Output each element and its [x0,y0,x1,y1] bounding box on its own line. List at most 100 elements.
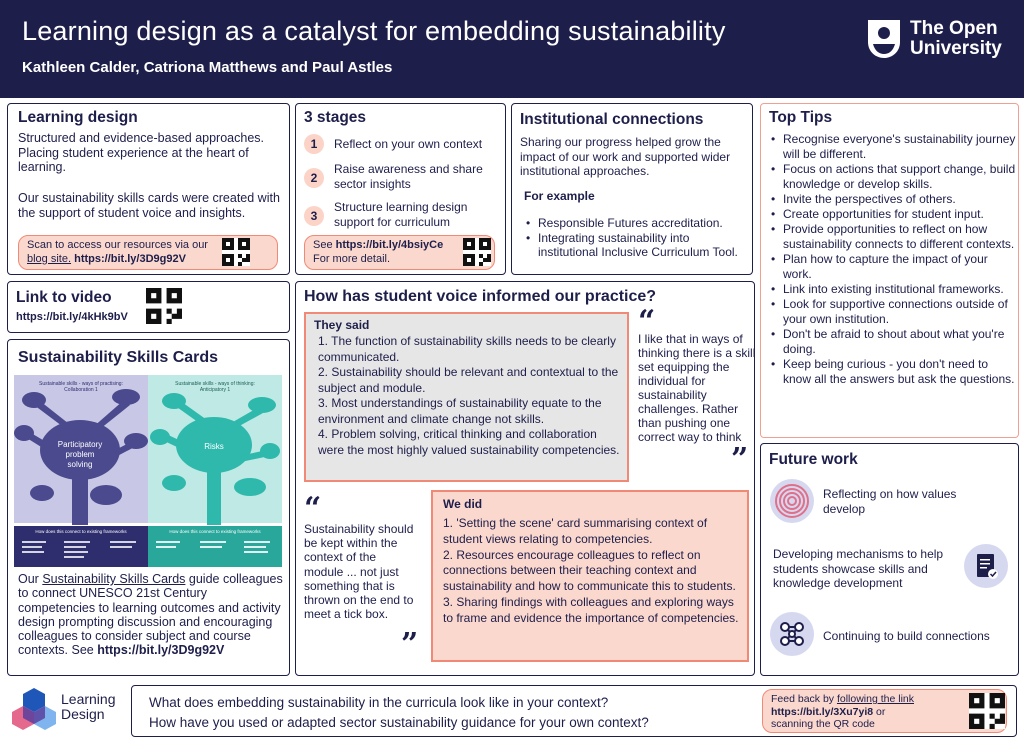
qr-code-icon[interactable] [146,288,182,324]
list-item: Focus on actions that support change, bu… [769,162,1017,192]
list-item: Look for supportive connections outside … [769,297,1017,327]
qr-code-icon[interactable] [969,693,1005,729]
ld-logo-line1: Learning [61,691,116,707]
feedback-suffix: scanning the QR code [771,718,875,730]
they-said-list: 1. The function of sustainability skills… [318,334,623,458]
stage-text: Raise awareness and share sector insight… [334,162,483,191]
list-item: 2. Sustainability should be relevant and… [318,365,619,395]
resources-callout: Scan to access our resources via our blo… [18,235,278,270]
list-item: Plan how to capture the impact of your w… [769,252,1017,282]
list-item: 4. Problem solving, critical thinking an… [318,427,620,457]
feedback-callout: Feed back by following the link https://… [762,689,1007,733]
institutional-heading: Institutional connections [520,111,704,128]
skills-cards-url[interactable]: https://bit.ly/3D9g92V [97,643,225,658]
feedback-prefix: Feed back by [771,693,837,705]
institutional-connections-panel: Institutional connections Sharing our pr… [511,103,753,275]
card2-center-text: Risks [204,442,224,451]
svg-text:Anticipatory 1: Anticipatory 1 [200,387,231,393]
resources-url[interactable]: https://bit.ly/3D9g92V [74,252,186,265]
svg-text:problem: problem [66,450,95,459]
top-tips-heading: Top Tips [769,109,833,126]
blog-site-link[interactable]: blog site. [27,252,72,265]
stage-number: 2 [304,168,324,188]
example-heading: For example [524,189,595,203]
open-university-logo: The Open University [866,18,1002,60]
list-item: Recognise everyone's sustainability jour… [769,132,1017,162]
institutional-p1: Sharing our progress helped grow the imp… [520,135,731,178]
we-did-heading: We did [443,497,483,511]
open-quote-icon: “ [638,304,656,339]
qr-code-icon[interactable] [463,238,491,266]
ld-logo-line2: Design [61,706,105,722]
they-said-box: They said 1. The function of sustainabil… [304,312,629,482]
ou-logo-line1: The Open [910,18,998,39]
top-tips-panel: Top Tips Recognise everyone's sustainabi… [760,103,1019,438]
svg-text:How does this connect to exist: How does this connect to existing framew… [169,529,261,534]
learning-design-p1: Structured and evidence-based approaches… [18,131,264,174]
poster-authors: Kathleen Calder, Catriona Matthews and P… [22,59,393,76]
svg-text:solving: solving [68,460,93,469]
skills-cards-description: Our Sustainability Skills Cards guide co… [18,572,283,658]
they-said-heading: They said [314,318,370,332]
ou-logo-line2: University [910,38,1002,59]
ou-shield-icon [868,20,900,58]
network-connections-icon [770,612,814,656]
document-check-icon [964,544,1008,588]
qr-code-icon[interactable] [222,238,250,266]
feedback-url[interactable]: https://bit.ly/3Xu7yi8 [771,705,874,718]
list-item: 1. The function of sustainability skills… [318,334,616,364]
list-item: Responsible Futures accreditation. [524,216,746,231]
top-tips-list: Recognise everyone's sustainability jour… [769,132,1017,387]
see-prefix: See [313,239,336,251]
poster-title: Learning design as a catalyst for embedd… [22,16,726,46]
stages-url[interactable]: https://bit.ly/4bsiyCe [335,239,444,251]
we-did-list: 1. 'Setting the scene' card summarising … [443,516,743,627]
future-item-2: Developing mechanisms to help students s… [773,547,944,590]
hexagon-logo-icon [12,688,56,730]
list-item: 1. 'Setting the scene' card summarising … [443,516,708,546]
stage-text: Reflect on your own context [334,137,483,151]
stage-item: 1 Reflect on your own context [304,134,502,162]
open-quote-icon: “ [304,491,322,526]
footer-q2: How have you used or adapted sector sust… [149,715,649,730]
poster-header: Learning design as a catalyst for embedd… [0,0,1024,98]
footer-questions-panel: What does embedding sustainability in th… [131,685,1017,737]
institutional-list: Responsible Futures accreditation. Integ… [524,216,746,260]
list-item: Integrating sustainability into institut… [524,231,746,260]
svg-text:Sustainable skills - ways of t: Sustainable skills - ways of thinking: [175,381,255,387]
card1-center-text: Participatory [58,440,102,449]
poster-content: Learning design Structured and evidence-… [0,98,1024,745]
stages-list: 1 Reflect on your own context 2 Raise aw… [304,134,502,238]
learning-design-heading: Learning design [18,109,138,126]
footer-q1: What does embedding sustainability in th… [149,695,609,710]
learning-design-p2: Our sustainability skills cards were cre… [18,191,280,220]
skills-cards-image: Participatory problem solving Sustainabl… [14,375,282,567]
concentric-circles-icon [770,479,814,523]
svg-text:Collaboration 1: Collaboration 1 [64,387,98,393]
learning-design-logo: Learning Design [7,682,129,738]
student-voice-panel: How has student voice informed our pract… [295,281,755,676]
list-item: 3. Most understandings of sustainability… [318,396,602,426]
three-stages-heading: 3 stages [304,109,367,126]
list-item: Don't be afraid to shout about what you'… [769,327,1017,357]
video-heading: Link to video [16,289,112,306]
feedback-link[interactable]: following the link [836,693,914,705]
learning-design-panel: Learning design Structured and evidence-… [7,103,290,275]
desc-body: guide colleagues to connect UNESCO 21st … [18,572,283,658]
we-did-box: We did 1. 'Setting the scene' card summa… [431,490,749,662]
list-item: Link into existing institutional framewo… [769,282,1017,297]
future-item-1: Reflecting on how values develop [823,487,957,516]
future-work-panel: Future work Reflecting on how values dev… [760,443,1019,676]
stage-text: Structure learning design support for cu… [334,200,468,229]
skills-cards-heading: Sustainability Skills Cards [18,349,219,366]
skills-cards-panel: Sustainability Skills Cards Partic [7,339,290,676]
video-url[interactable]: https://bit.ly/4kHk9bV [16,311,128,323]
list-item: Invite the perspectives of others. [769,192,1017,207]
svg-text:How does this connect to exist: How does this connect to existing framew… [35,529,127,534]
future-item-3: Continuing to build connections [823,629,990,643]
svg-text:Sustainable skills - ways of p: Sustainable skills - ways of practising: [39,381,123,387]
skills-cards-link[interactable]: Sustainability Skills Cards [42,572,186,586]
video-panel: Link to video https://bit.ly/4kHk9bV [7,281,290,333]
three-stages-panel: 3 stages 1 Reflect on your own context 2… [295,103,506,275]
desc-prefix: Our [18,572,43,586]
